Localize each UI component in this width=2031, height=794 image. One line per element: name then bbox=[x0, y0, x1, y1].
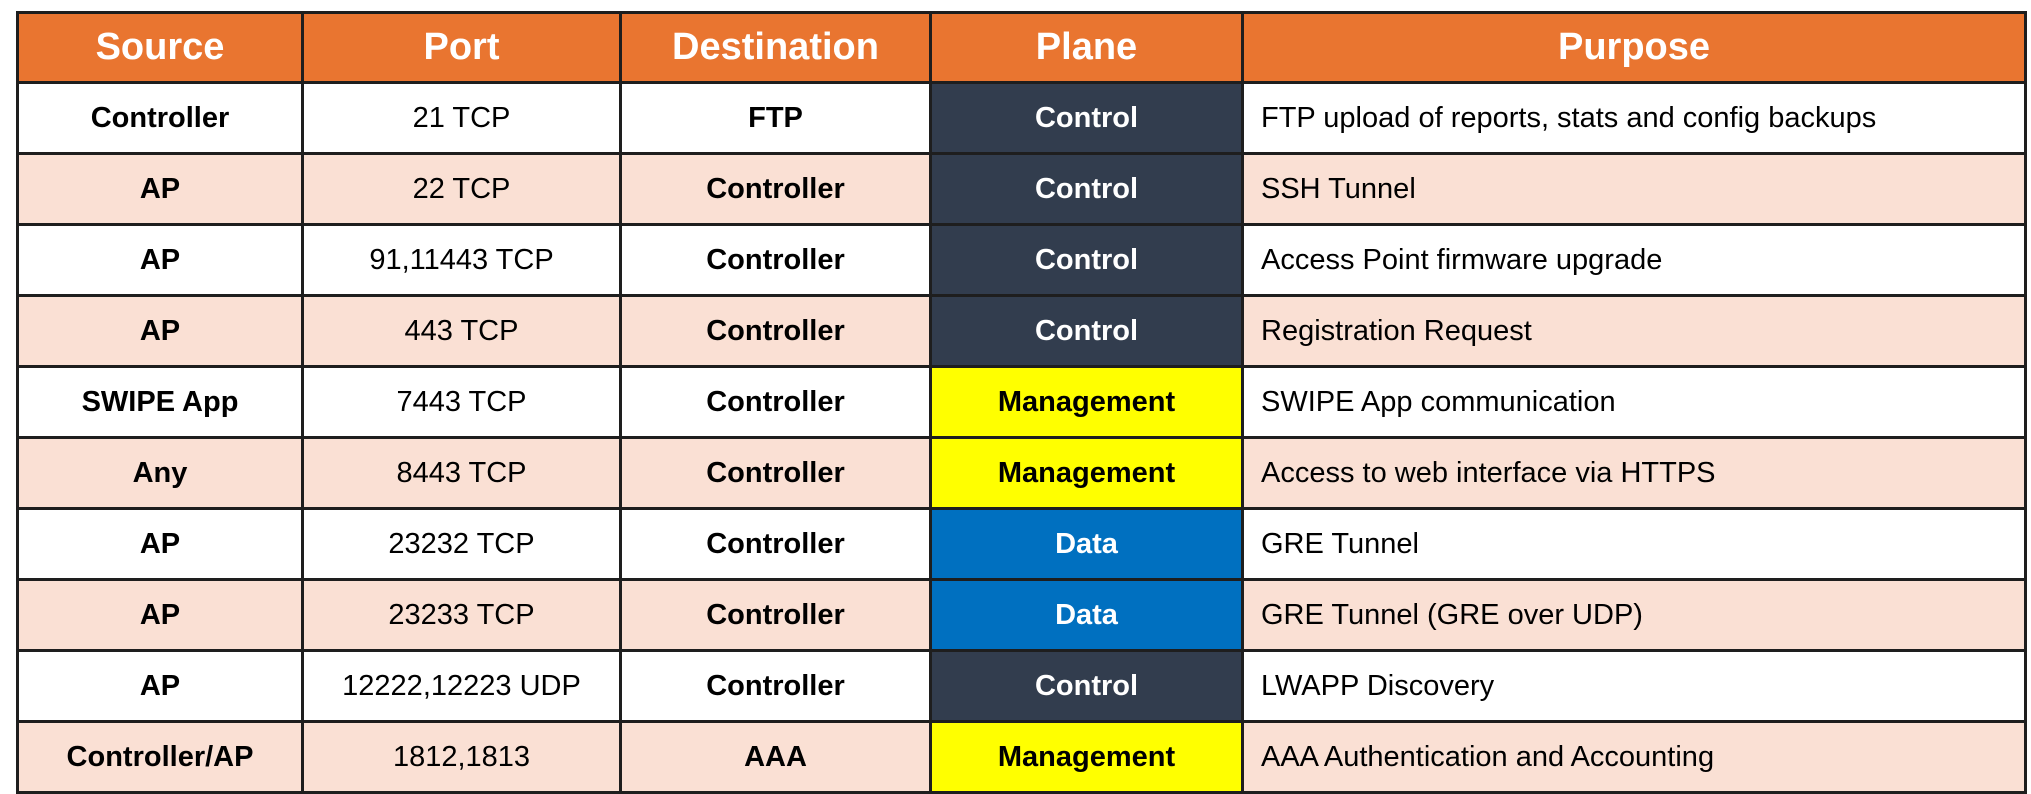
cell-plane: Data bbox=[929, 507, 1244, 581]
cell-source: AP bbox=[16, 223, 304, 297]
header-source: Source bbox=[16, 11, 304, 84]
cell-port: 12222,12223 UDP bbox=[301, 649, 622, 723]
cell-destination: Controller bbox=[619, 507, 932, 581]
cell-destination: Controller bbox=[619, 436, 932, 510]
cell-plane: Control bbox=[929, 649, 1244, 723]
table-row: Controller/AP 1812,1813 AAA Management A… bbox=[16, 720, 2027, 794]
cell-purpose: GRE Tunnel bbox=[1241, 507, 2027, 581]
cell-port: 22 TCP bbox=[301, 152, 622, 226]
cell-purpose: Access Point firmware upgrade bbox=[1241, 223, 2027, 297]
cell-purpose: FTP upload of reports, stats and config … bbox=[1241, 81, 2027, 155]
header-plane: Plane bbox=[929, 11, 1244, 84]
cell-destination: Controller bbox=[619, 223, 932, 297]
header-port: Port bbox=[301, 11, 622, 84]
cell-purpose: AAA Authentication and Accounting bbox=[1241, 720, 2027, 794]
cell-destination: Controller bbox=[619, 578, 932, 652]
cell-port: 8443 TCP bbox=[301, 436, 622, 510]
cell-plane: Control bbox=[929, 223, 1244, 297]
cell-plane: Control bbox=[929, 294, 1244, 368]
cell-source: AP bbox=[16, 578, 304, 652]
cell-port: 23232 TCP bbox=[301, 507, 622, 581]
ports-table: Source Port Destination Plane Purpose Co… bbox=[16, 11, 2027, 794]
cell-source: AP bbox=[16, 649, 304, 723]
cell-source: Controller bbox=[16, 81, 304, 155]
cell-port: 1812,1813 bbox=[301, 720, 622, 794]
cell-destination: AAA bbox=[619, 720, 932, 794]
cell-source: AP bbox=[16, 507, 304, 581]
cell-purpose: SWIPE App communication bbox=[1241, 365, 2027, 439]
table-row: AP 22 TCP Controller Control SSH Tunnel bbox=[16, 152, 2027, 226]
cell-purpose: Access to web interface via HTTPS bbox=[1241, 436, 2027, 510]
cell-plane: Management bbox=[929, 720, 1244, 794]
cell-purpose: GRE Tunnel (GRE over UDP) bbox=[1241, 578, 2027, 652]
cell-source: Any bbox=[16, 436, 304, 510]
cell-destination: FTP bbox=[619, 81, 932, 155]
cell-destination: Controller bbox=[619, 365, 932, 439]
cell-plane: Control bbox=[929, 152, 1244, 226]
cell-destination: Controller bbox=[619, 294, 932, 368]
cell-port: 21 TCP bbox=[301, 81, 622, 155]
cell-port: 7443 TCP bbox=[301, 365, 622, 439]
cell-plane: Management bbox=[929, 436, 1244, 510]
cell-plane: Data bbox=[929, 578, 1244, 652]
table-body: Controller 21 TCP FTP Control FTP upload… bbox=[16, 81, 2027, 794]
cell-source: AP bbox=[16, 294, 304, 368]
table-row: AP 91,11443 TCP Controller Control Acces… bbox=[16, 223, 2027, 297]
table-row: SWIPE App 7443 TCP Controller Management… bbox=[16, 365, 2027, 439]
cell-plane: Control bbox=[929, 81, 1244, 155]
cell-purpose: Registration Request bbox=[1241, 294, 2027, 368]
cell-port: 443 TCP bbox=[301, 294, 622, 368]
table-row: Controller 21 TCP FTP Control FTP upload… bbox=[16, 81, 2027, 155]
cell-port: 23233 TCP bbox=[301, 578, 622, 652]
header-destination: Destination bbox=[619, 11, 932, 84]
cell-source: AP bbox=[16, 152, 304, 226]
cell-plane: Management bbox=[929, 365, 1244, 439]
header-row: Source Port Destination Plane Purpose bbox=[16, 11, 2027, 84]
table-row: Any 8443 TCP Controller Management Acces… bbox=[16, 436, 2027, 510]
cell-source: SWIPE App bbox=[16, 365, 304, 439]
cell-purpose: SSH Tunnel bbox=[1241, 152, 2027, 226]
header-purpose: Purpose bbox=[1241, 11, 2027, 84]
cell-purpose: LWAPP Discovery bbox=[1241, 649, 2027, 723]
cell-destination: Controller bbox=[619, 152, 932, 226]
table-row: AP 23233 TCP Controller Data GRE Tunnel … bbox=[16, 578, 2027, 652]
table-row: AP 443 TCP Controller Control Registrati… bbox=[16, 294, 2027, 368]
table-row: AP 12222,12223 UDP Controller Control LW… bbox=[16, 649, 2027, 723]
cell-port: 91,11443 TCP bbox=[301, 223, 622, 297]
cell-source: Controller/AP bbox=[16, 720, 304, 794]
table-row: AP 23232 TCP Controller Data GRE Tunnel bbox=[16, 507, 2027, 581]
cell-destination: Controller bbox=[619, 649, 932, 723]
